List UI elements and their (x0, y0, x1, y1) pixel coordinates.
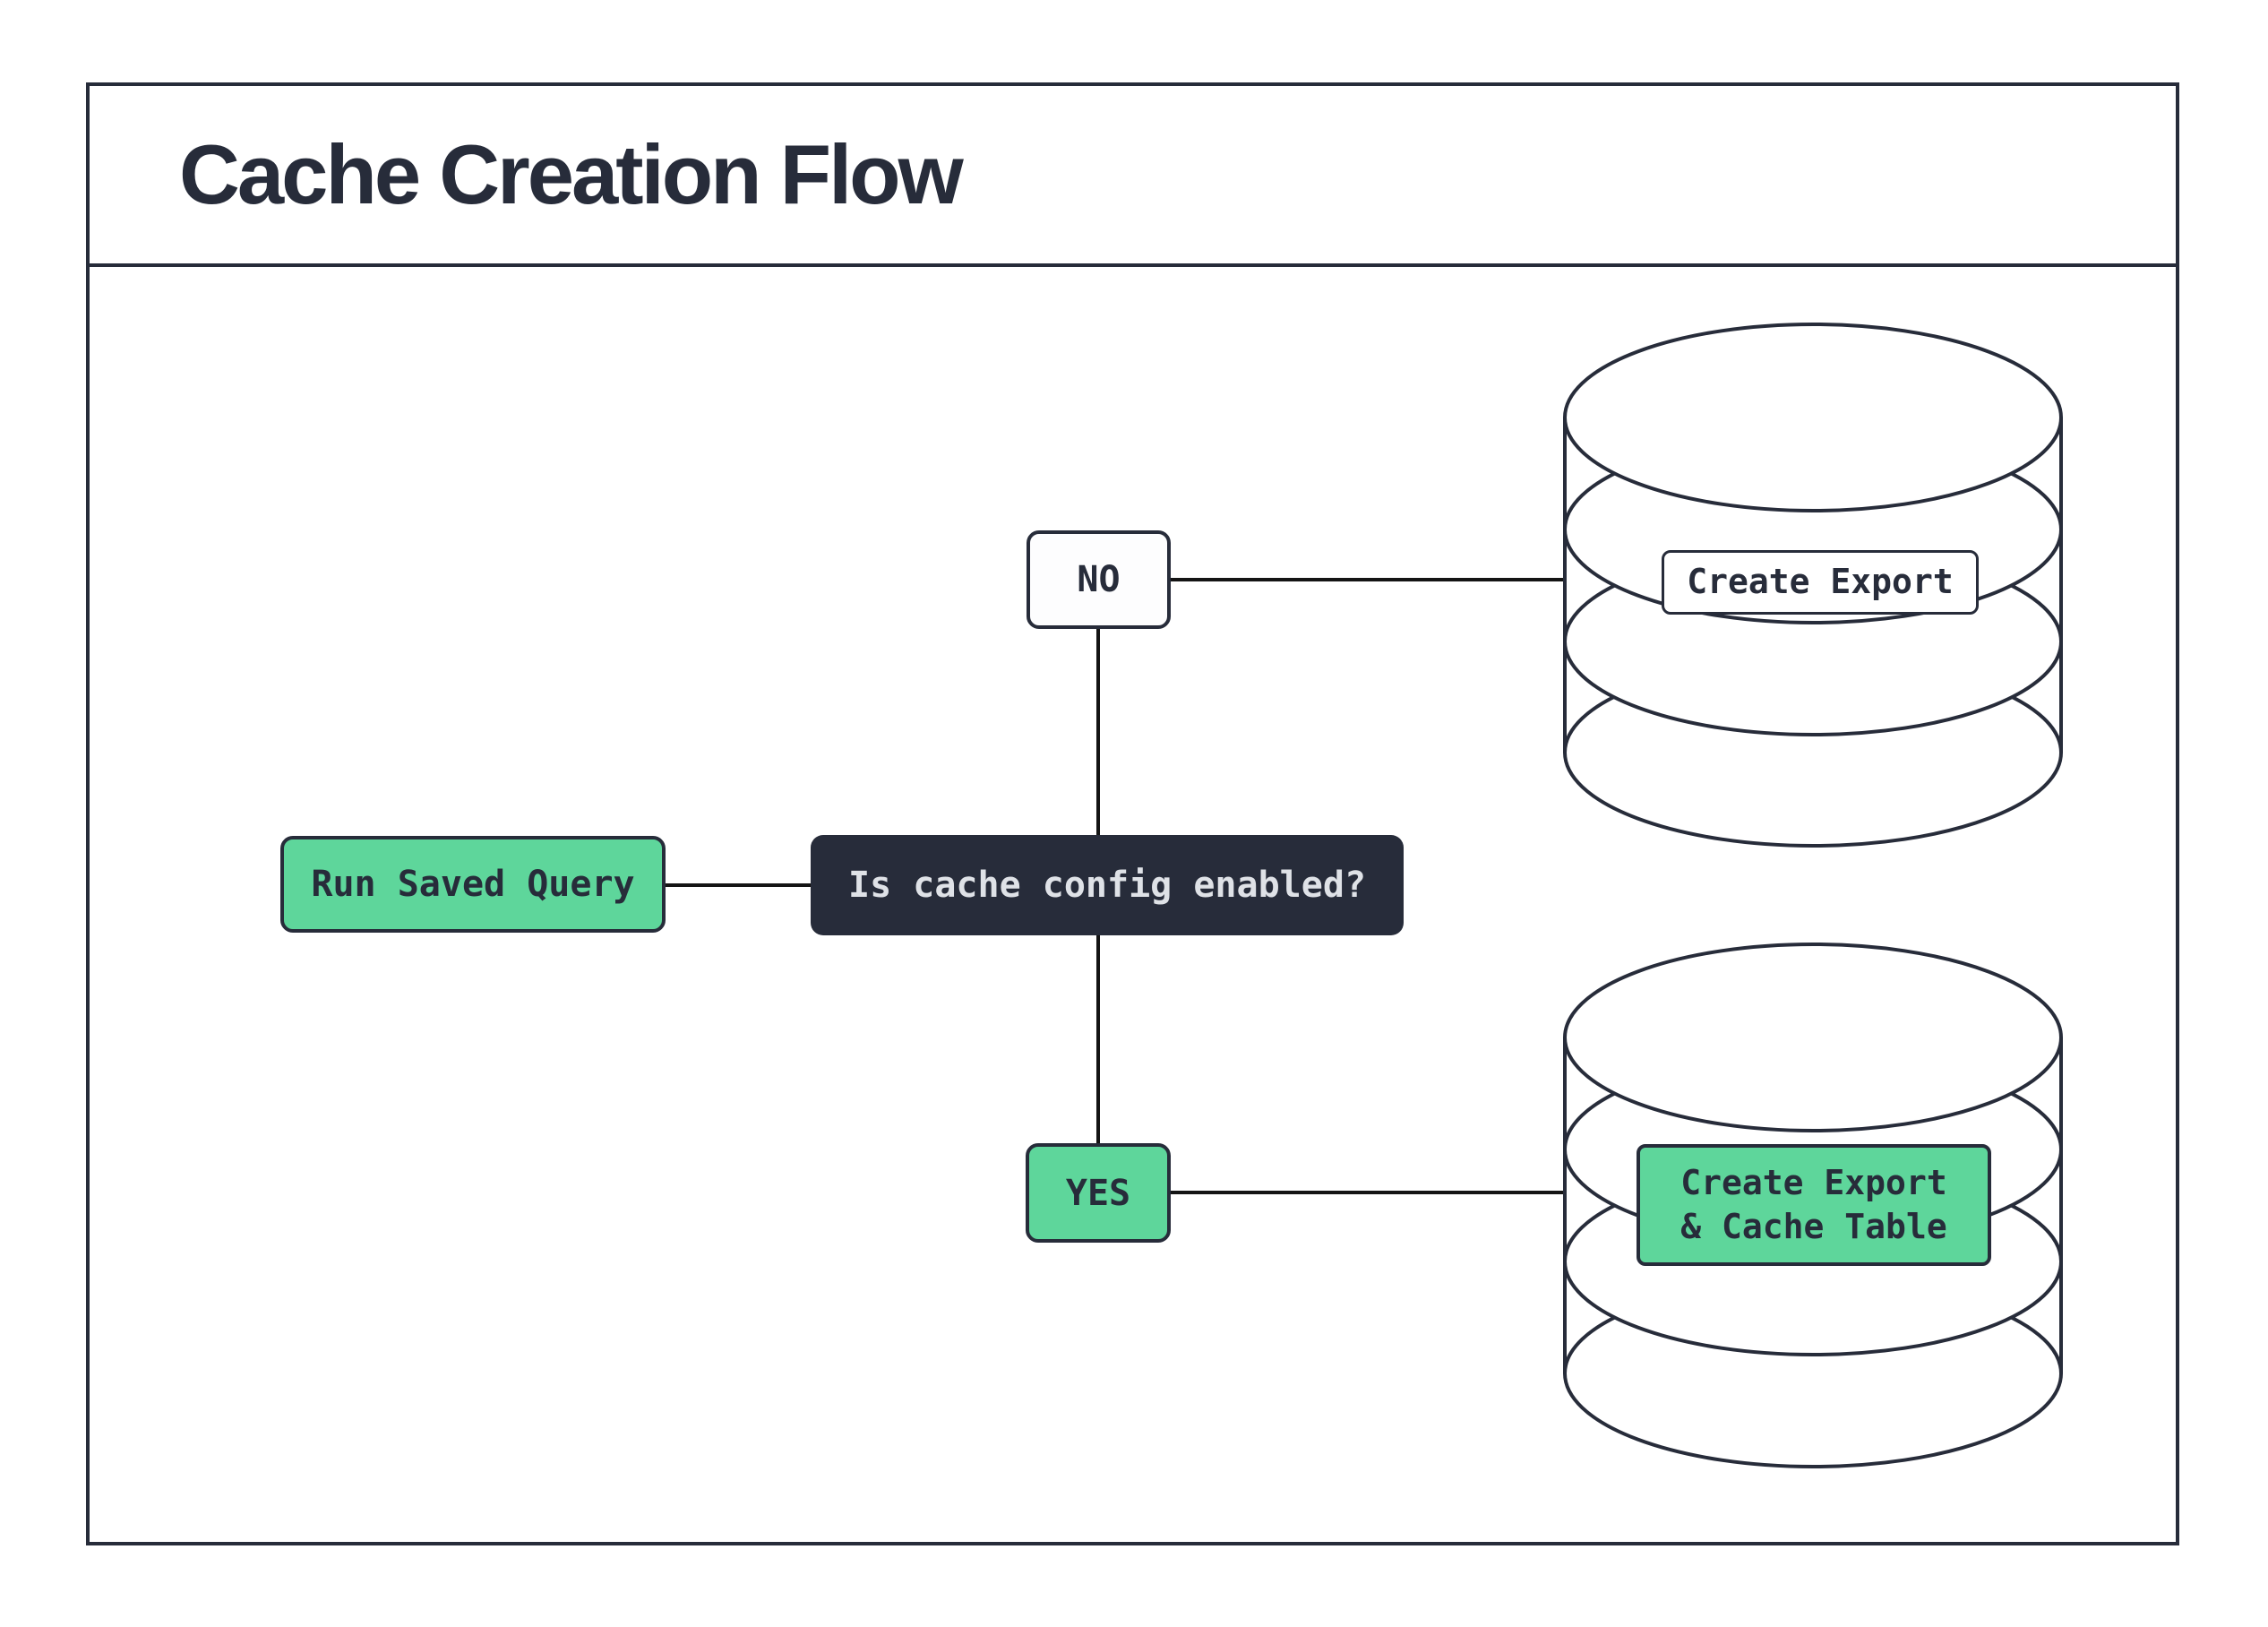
page-title: Cache Creation Flow (179, 127, 964, 221)
diagram-header: Cache Creation Flow (90, 86, 2176, 267)
db-label-create-export: Create Export (1662, 550, 1979, 615)
flow-branch-yes-label: YES (1065, 1172, 1131, 1214)
flow-branch-no-label: NO (1077, 559, 1121, 600)
db-label-create-export-cache-table: Create Export & Cache Table (1637, 1144, 1991, 1266)
db-label-cache-line1: Create Export (1680, 1162, 1947, 1202)
flow-node-decision-label: Is cache config enabled? (848, 865, 1366, 906)
flow-node-run-saved-query-label: Run Saved Query (311, 864, 635, 905)
db-label-cache-line2: & Cache Table (1680, 1207, 1947, 1246)
flow-branch-yes: YES (1026, 1143, 1171, 1243)
diagram-frame: Cache Creation Flow (86, 82, 2179, 1545)
flow-node-decision-cache-config: Is cache config enabled? (811, 835, 1404, 935)
flow-branch-no: NO (1027, 530, 1171, 629)
db-label-create-export-text: Create Export (1687, 562, 1954, 602)
flow-node-run-saved-query: Run Saved Query (280, 836, 666, 933)
